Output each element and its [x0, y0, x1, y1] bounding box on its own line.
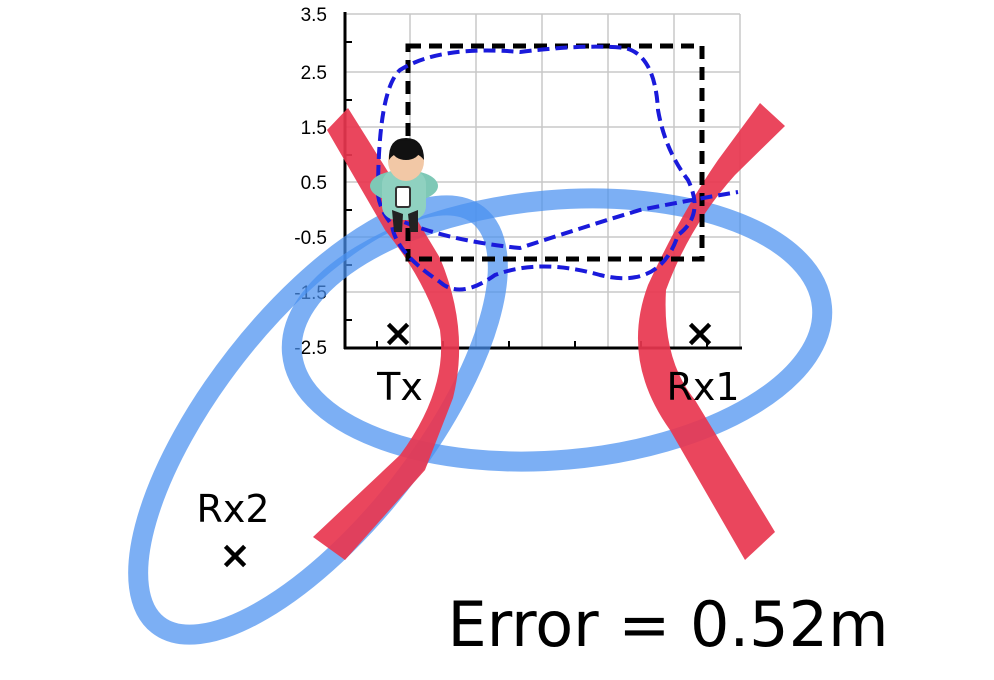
error-label: Error = 0.52m: [448, 588, 889, 661]
rx1-marker-icon: ×: [684, 311, 716, 355]
y-tick-label: 3.5: [301, 5, 327, 26]
tx-marker-icon: ×: [382, 311, 414, 355]
y-tick-label: 1.5: [301, 118, 327, 139]
rx1-label: Rx1: [666, 365, 739, 409]
ellipse-tx-rx1: [281, 188, 833, 472]
rx2-label: Rx2: [196, 487, 269, 531]
person-with-tablet-icon: [370, 138, 438, 232]
tx-label: Tx: [376, 365, 423, 409]
estimated-trajectory: [375, 44, 739, 292]
hyperbola-right: [637, 103, 785, 560]
y-tick-label: 0.5: [301, 173, 327, 194]
y-tick-label: 2.5: [301, 63, 327, 84]
hyperbola-left: [313, 108, 460, 560]
markers: × × ×: [219, 311, 716, 577]
plot-axes: [343, 12, 742, 350]
y-tick-label: -2.5: [294, 338, 327, 359]
aoa-hyperbolas: [313, 103, 785, 560]
rx2-marker-icon: ×: [219, 533, 251, 577]
plot-grid: [345, 13, 741, 348]
y-tick-label: -0.5: [294, 228, 327, 249]
y-tick-labels: 3.5 2.5 1.5 0.5 -0.5 -1.5 -2.5: [294, 5, 327, 359]
